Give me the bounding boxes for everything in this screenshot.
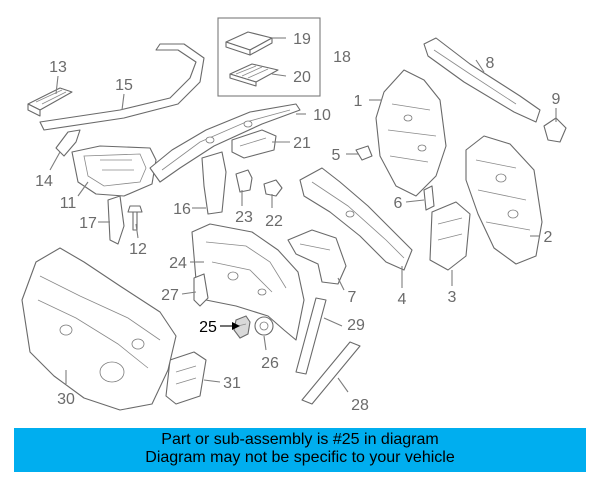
callout-1: 1 [354,93,363,110]
callout-17: 17 [79,215,97,232]
callout-8: 8 [486,55,495,72]
callout-15: 15 [115,77,133,94]
part-23-clip [235,169,253,193]
part-2-panel [465,135,543,265]
part-25-clip [233,315,251,339]
callout-25: 25 [199,319,217,336]
info-banner: Part or sub-assembly is #25 in diagram D… [14,428,586,472]
part-13-bracket [27,87,73,117]
callout-18: 18 [333,49,351,66]
callout-2: 2 [544,229,553,246]
part-30-dash-panel [21,247,177,411]
part-10-beam [149,103,301,183]
part-19-pad [225,31,273,56]
part-7-bracket [287,229,347,285]
part-3-panel [429,201,471,271]
callout-13: 13 [49,59,67,76]
banner-line-part-number: Part or sub-assembly is #25 in diagram [161,431,439,448]
callout-labels: 1 2 3 4 5 6 7 8 9 10 11 12 13 14 15 16 1… [35,31,560,414]
part-9-bracket [543,117,567,143]
part-29-strip [295,297,327,375]
callout-31: 31 [223,375,241,392]
callout-29: 29 [347,317,365,334]
part-22-clip [263,179,283,197]
part-8-rail [423,37,541,123]
part-11-housing [71,145,157,197]
callout-4: 4 [398,291,407,308]
callout-6: 6 [394,195,403,212]
part-27-bracket [193,273,209,307]
callout-14: 14 [35,173,53,190]
part-12-fastener [127,205,143,231]
part-16-bracket [201,151,227,215]
part-17-bracket [107,195,125,245]
part-18-group-box [217,17,321,97]
callout-11: 11 [60,195,77,212]
callout-5: 5 [332,147,341,164]
part-14-bracket [55,129,81,157]
callout-9: 9 [552,91,561,108]
part-26-grommet [254,316,274,336]
part-20-pad [229,63,279,87]
banner-line-disclaimer: Diagram may not be specific to your vehi… [145,449,455,466]
callout-10: 10 [313,107,331,124]
callout-28: 28 [351,397,369,414]
callout-22: 22 [265,213,283,230]
callout-20: 20 [293,69,311,86]
leader-lines [49,37,557,393]
part-6-clip [423,185,435,211]
callout-24: 24 [169,255,187,272]
callout-27: 27 [161,287,179,304]
part-21-bracket [231,129,277,159]
parts-exploded-diagram: 1 2 3 4 5 6 7 8 9 10 11 12 13 14 15 16 1… [21,17,567,414]
part-28-strip [301,341,361,405]
part-31-panel [165,351,207,405]
part-4-member [299,167,413,271]
callout-30: 30 [57,391,75,408]
callout-19: 19 [293,31,311,48]
callout-12: 12 [129,241,147,258]
callout-16: 16 [173,201,191,218]
callout-21: 21 [293,135,311,152]
part-15-rail [39,43,205,131]
callout-3: 3 [448,289,457,306]
callout-7: 7 [348,289,357,306]
callout-26: 26 [261,355,279,372]
part-24-panel [191,223,305,341]
part-5-clip [355,145,373,161]
callout-23: 23 [235,209,253,226]
part-1-panel [375,69,447,197]
